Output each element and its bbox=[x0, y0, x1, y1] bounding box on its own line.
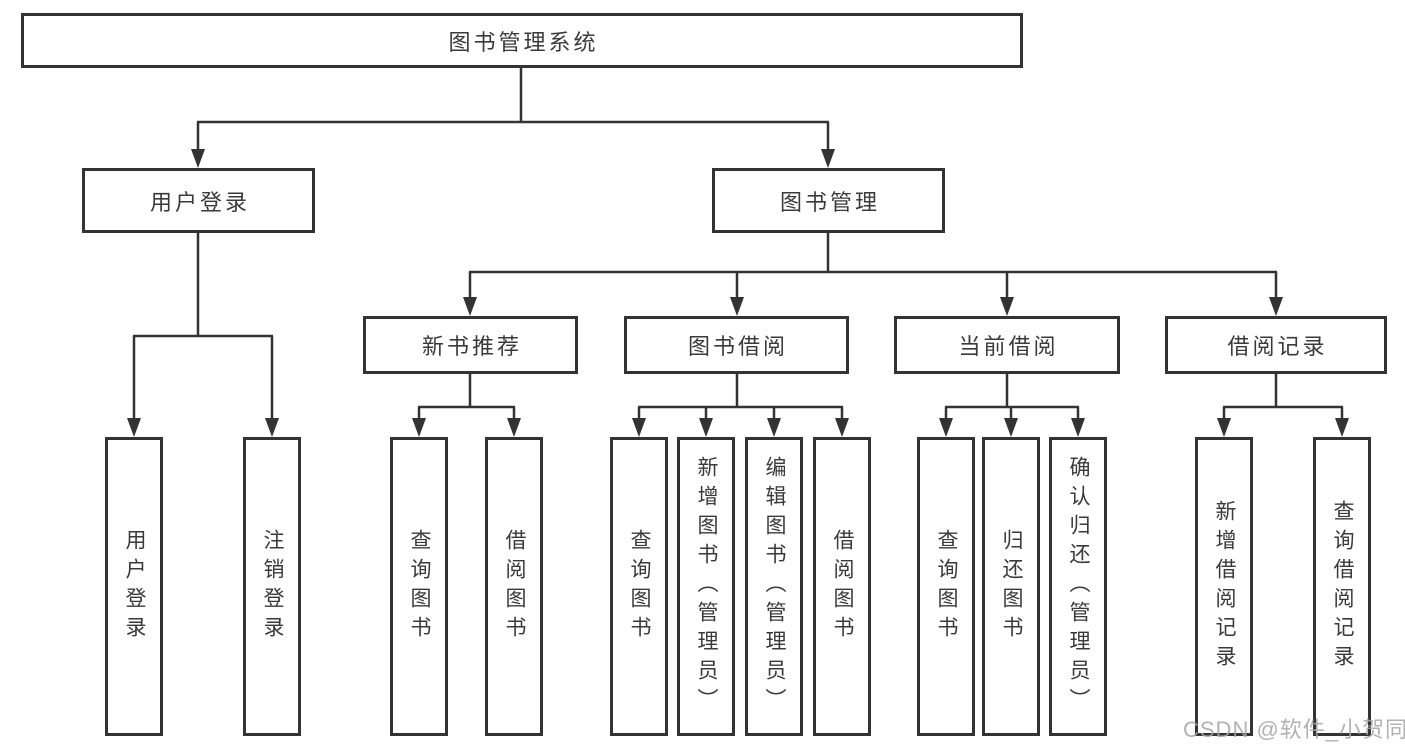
leaf-current-return-book: 归还图书 bbox=[982, 437, 1040, 736]
leaf-logout-login: 注销登录 bbox=[243, 437, 301, 736]
leaf-current-confirm-return-admin: 确认归还（管理员） bbox=[1049, 437, 1107, 736]
leaf-records-query-borrow-record: 查询借阅记录 bbox=[1313, 437, 1371, 736]
watermark: CSDN @软件_小贺同学 bbox=[1183, 717, 1405, 742]
node-user-login: 用户登录 bbox=[82, 168, 315, 233]
leaf-borrow-edit-book-admin: 编辑图书（管理员） bbox=[745, 437, 803, 736]
leaf-borrow-borrow-book: 借阅图书 bbox=[813, 437, 871, 736]
node-current-borrow: 当前借阅 bbox=[894, 316, 1120, 374]
node-library-management-system: 图书管理系统 bbox=[21, 13, 1023, 68]
node-borrow-records: 借阅记录 bbox=[1165, 316, 1387, 374]
node-book-management: 图书管理 bbox=[712, 168, 945, 233]
leaf-borrow-query-book: 查询图书 bbox=[610, 437, 668, 736]
connector-lines bbox=[132, 67, 1344, 421]
leaf-recommend-borrow-book: 借阅图书 bbox=[485, 437, 543, 736]
leaf-current-query-book: 查询图书 bbox=[917, 437, 975, 736]
leaf-recommend-query-book: 查询图书 bbox=[390, 437, 448, 736]
leaf-user-login: 用户登录 bbox=[105, 437, 163, 736]
leaf-records-add-borrow-record: 新增借阅记录 bbox=[1195, 437, 1253, 736]
leaf-borrow-add-book-admin: 新增图书（管理员） bbox=[677, 437, 735, 736]
node-book-borrow: 图书借阅 bbox=[624, 316, 849, 374]
node-new-book-recommend: 新书推荐 bbox=[363, 316, 578, 374]
